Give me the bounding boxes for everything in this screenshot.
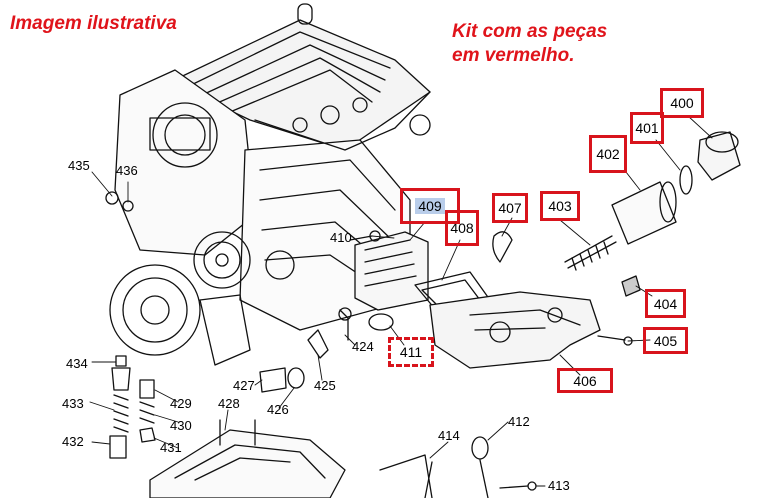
part-number: 402	[596, 146, 620, 162]
part-label-433: 433	[62, 396, 84, 411]
part-callout-405[interactable]: 405	[643, 327, 688, 354]
part-label-426: 426	[267, 402, 289, 417]
part-number: 405	[653, 332, 678, 349]
part-number: 400	[670, 95, 694, 111]
part-callout-406[interactable]: 406	[557, 368, 613, 393]
part-label-428: 428	[218, 396, 240, 411]
part-number: 403	[548, 198, 572, 214]
part-label-432: 432	[62, 434, 84, 449]
kit-note-line-1: Kit com as peças	[452, 21, 608, 42]
part-number: 411	[399, 344, 423, 360]
part-label-425: 425	[314, 378, 336, 393]
illustrative-image-note: Imagem ilustrativa	[10, 13, 177, 34]
part-number: 408	[450, 220, 474, 236]
part-callout-411[interactable]: 411	[388, 337, 434, 367]
part-callout-401[interactable]: 401	[630, 112, 664, 144]
part-label-414: 414	[438, 428, 460, 443]
part-callout-408[interactable]: 408	[445, 210, 479, 246]
kit-note-line-2: em vermelho.	[452, 45, 575, 66]
part-number: 409	[415, 198, 445, 214]
part-callout-403[interactable]: 403	[540, 191, 580, 221]
part-label-430: 430	[170, 418, 192, 433]
part-label-424: 424	[352, 339, 374, 354]
part-label-427: 427	[233, 378, 255, 393]
part-label-410: 410	[330, 230, 352, 245]
part-number: 407	[498, 200, 522, 216]
part-label-431: 431	[160, 440, 182, 455]
part-label-436: 436	[116, 163, 138, 178]
part-label-413: 413	[548, 478, 570, 493]
part-callout-409[interactable]: 409	[400, 188, 460, 224]
part-callout-402[interactable]: 402	[589, 135, 627, 173]
part-number: 404	[653, 295, 678, 312]
part-number: 406	[573, 372, 597, 389]
part-number: 401	[635, 120, 659, 136]
part-callout-404[interactable]: 404	[645, 289, 686, 318]
part-label-412: 412	[508, 414, 530, 429]
part-callout-400[interactable]: 400	[660, 88, 704, 118]
part-label-435: 435	[68, 158, 90, 173]
part-label-429: 429	[170, 396, 192, 411]
part-label-434: 434	[66, 356, 88, 371]
part-callout-407[interactable]: 407	[492, 193, 528, 223]
